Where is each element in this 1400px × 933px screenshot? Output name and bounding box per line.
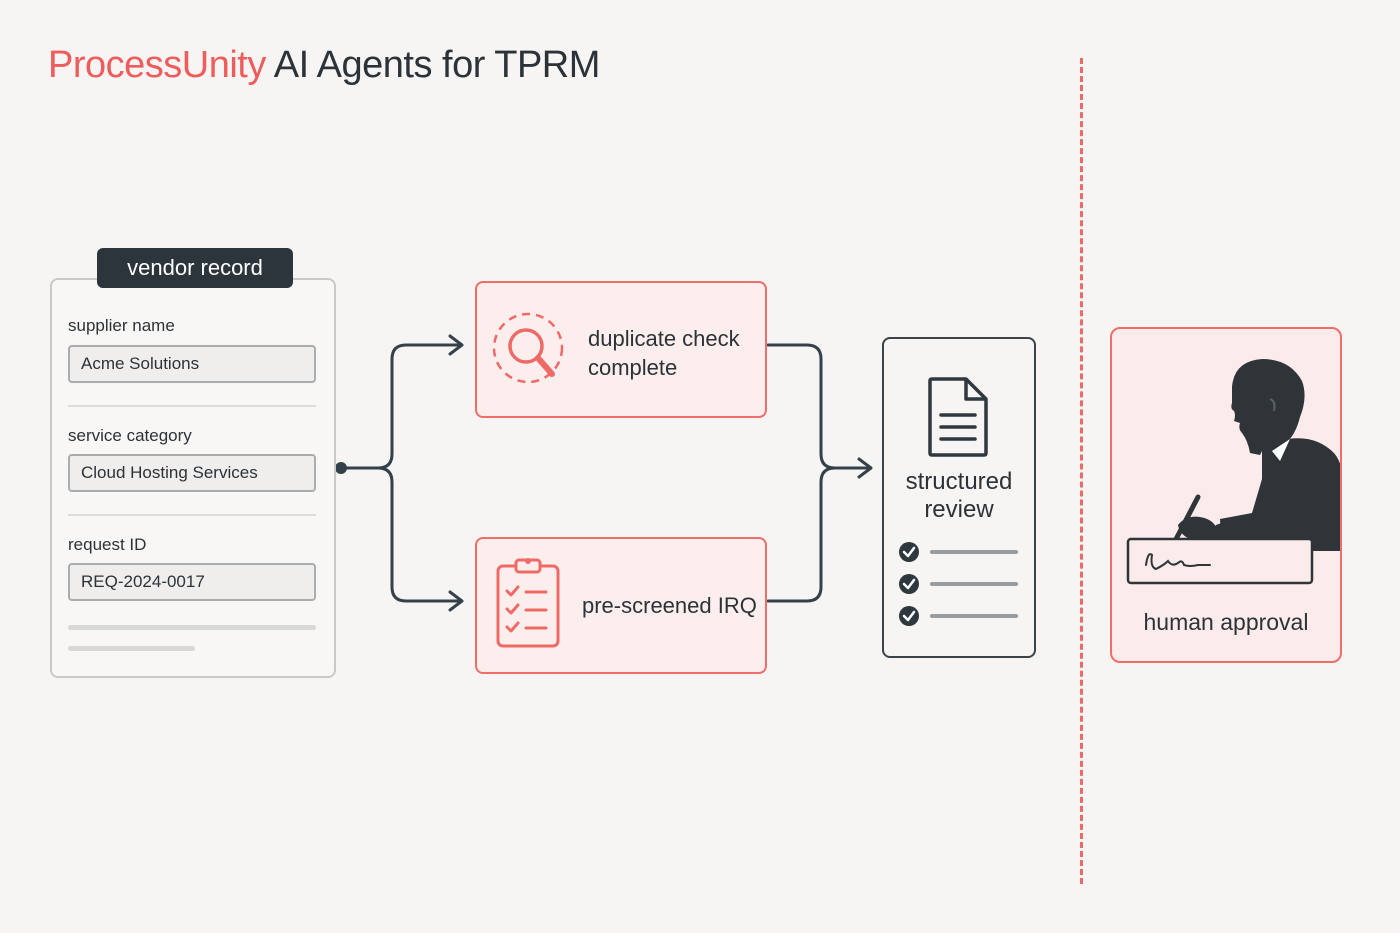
- service-category-label: service category: [68, 426, 192, 445]
- document-icon: [928, 377, 988, 457]
- connector-origin-dot: [335, 462, 347, 474]
- structured-review-card: [882, 337, 1036, 658]
- arrowhead-irq: [448, 590, 464, 612]
- request-id-label: request ID: [68, 535, 147, 554]
- check-circle-icon: [899, 542, 919, 562]
- brand-name: ProcessUnity: [48, 44, 266, 86]
- service-category-field[interactable]: Cloud Hosting Services: [68, 454, 316, 492]
- check-circle-icon: [899, 574, 919, 594]
- duplicate-check-line2: complete: [588, 355, 678, 380]
- review-title-line2: review: [924, 496, 994, 523]
- human-boundary-divider: [1080, 58, 1083, 884]
- person-signing-icon: [1126, 359, 1340, 585]
- field-separator: [68, 514, 316, 516]
- page-title: ProcessUnity AI Agents for TPRM: [48, 44, 600, 87]
- placeholder-line: [68, 625, 316, 630]
- duplicate-check-line1: duplicate check: [588, 326, 740, 351]
- structured-review-title: structured review: [882, 468, 1036, 524]
- connector-from-duplicate-check: [766, 343, 871, 470]
- title-text: AI Agents for TPRM: [265, 44, 601, 86]
- review-item-line: [930, 582, 1018, 586]
- request-id-field[interactable]: REQ-2024-0017: [68, 563, 316, 601]
- vendor-record-tag: vendor record: [97, 248, 293, 288]
- magnifier-icon: [492, 312, 564, 384]
- field-separator: [68, 405, 316, 407]
- arrowhead-review: [857, 457, 873, 479]
- placeholder-line: [68, 646, 195, 651]
- supplier-name-field[interactable]: Acme Solutions: [68, 345, 316, 383]
- review-item-line: [930, 550, 1018, 554]
- connector-from-irq: [766, 466, 837, 603]
- supplier-name-label: supplier name: [68, 316, 175, 335]
- review-title-line1: structured: [905, 468, 1013, 495]
- irq-label: pre-screened IRQ: [582, 593, 757, 618]
- duplicate-check-card: [475, 281, 767, 418]
- human-approval-label: human approval: [1143, 609, 1309, 635]
- review-checklist: [899, 542, 919, 626]
- arrowhead-duplicate-check: [448, 334, 464, 356]
- review-item-line: [930, 614, 1018, 618]
- check-circle-icon: [899, 606, 919, 626]
- irq-card: [475, 537, 767, 674]
- duplicate-check-label: duplicate check complete: [588, 324, 740, 382]
- clipboard-checklist-icon: [496, 558, 560, 648]
- connector-to-duplicate-check: [339, 343, 462, 470]
- connector-to-irq: [339, 466, 462, 603]
- human-approval-card: [1110, 327, 1342, 663]
